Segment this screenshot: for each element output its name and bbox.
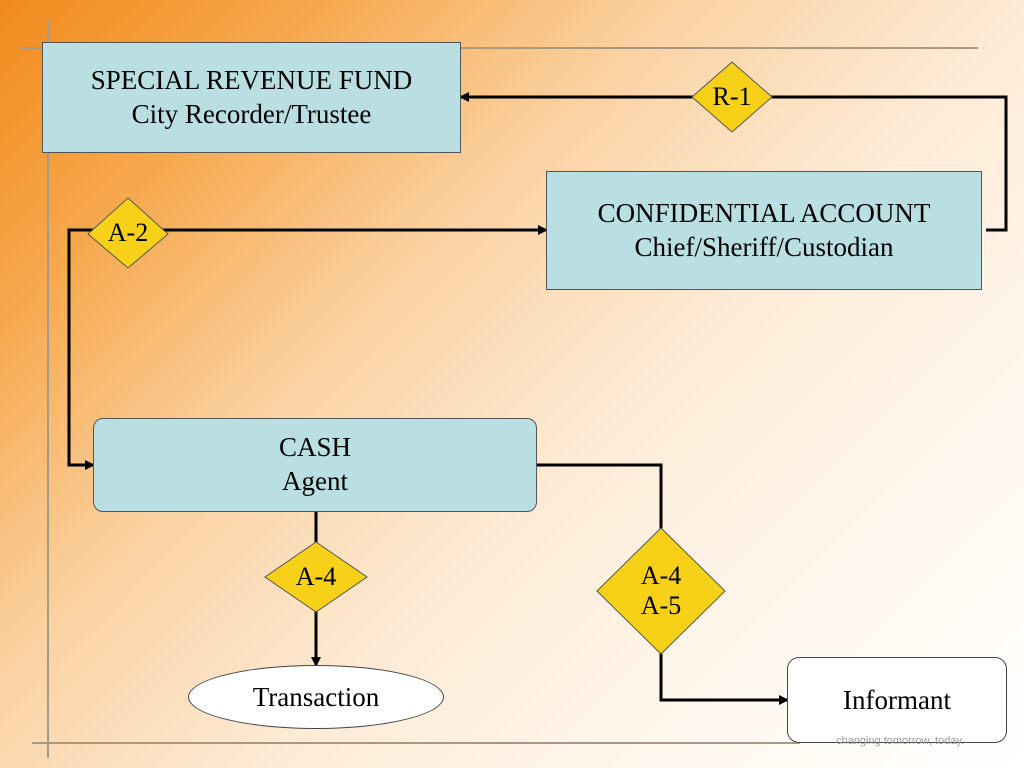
cash-title: CASH	[278, 432, 352, 463]
special-revenue-fund-title: SPECIAL REVENUE FUND	[90, 64, 413, 95]
diamond-r1	[691, 61, 773, 133]
diamond-a4-left-label: A-4	[265, 542, 367, 612]
a4-left-text: A-4	[295, 562, 337, 592]
confidential-account-title: CONFIDENTIAL ACCOUNT	[597, 197, 931, 228]
cash-role: Agent	[282, 466, 348, 496]
transaction-oval: Transaction	[188, 665, 444, 729]
a4-right-text: A-4	[640, 561, 682, 591]
special-revenue-fund-box: SPECIAL REVENUE FUND City Recorder/Trust…	[42, 42, 461, 153]
informant-box: Informant	[787, 657, 1007, 743]
confidential-account-box: CONFIDENTIAL ACCOUNT Chief/Sheriff/Custo…	[546, 171, 982, 290]
diamond-a2	[87, 197, 169, 269]
diamond-a4-a5	[596, 527, 726, 655]
decision-diamonds	[87, 61, 773, 655]
a2-text: A-2	[107, 218, 149, 248]
confidential-account-role: Chief/Sheriff/Custodian	[634, 231, 894, 262]
diamond-a4-a5-label: A-4 A-5	[597, 528, 725, 654]
diamond-r1-label: R-1	[692, 62, 772, 132]
cash-box: CASH Agent	[93, 418, 537, 512]
r1-text: R-1	[712, 82, 752, 112]
informant-label: Informant	[843, 684, 951, 715]
transaction-label: Transaction	[252, 681, 380, 712]
diamond-a4-left	[264, 541, 368, 613]
footer-tagline: changing tomorrow, today.	[836, 735, 965, 747]
diamond-a2-label: A-2	[88, 198, 168, 268]
special-revenue-fund-role: City Recorder/Trustee	[131, 98, 372, 129]
connector-a2-to-cash	[67, 228, 95, 470]
a5-right-text: A-5	[640, 591, 682, 620]
